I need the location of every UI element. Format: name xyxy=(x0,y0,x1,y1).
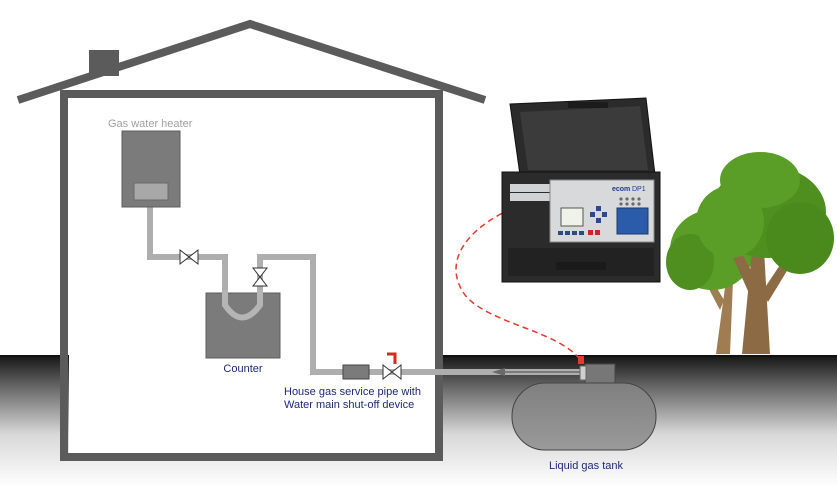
valve-icon xyxy=(382,363,402,381)
tank-connector xyxy=(579,365,587,381)
gas-water-heater xyxy=(121,130,181,208)
valve-icon xyxy=(179,248,199,266)
analyzer-brand: ecom xyxy=(612,186,630,193)
analyzer-display xyxy=(560,207,584,227)
valve-icon xyxy=(251,267,269,287)
label-service-pipe-line1: House gas service pipe with xyxy=(284,386,421,398)
tank-valve-dome xyxy=(584,363,616,385)
label-gas-water-heater: Gas water heater xyxy=(108,118,193,130)
flow-arrow-head xyxy=(492,368,505,376)
analyzer-keypad xyxy=(558,206,607,235)
hose-probe-tip xyxy=(578,356,584,364)
analyzer-printer xyxy=(616,207,649,235)
house-wall xyxy=(60,90,443,461)
shut-off-device xyxy=(342,364,370,380)
liquid-gas-tank xyxy=(511,382,657,451)
gas-analyzer-case-icon: ecom DP1 xyxy=(501,97,661,283)
tree-trunk-front xyxy=(742,250,770,354)
label-counter: Counter xyxy=(223,363,262,375)
label-service-pipe-line2: Water main shut-off device xyxy=(284,399,414,411)
valve-handle xyxy=(387,352,397,364)
tree-icon xyxy=(666,152,834,354)
label-liquid-gas-tank: Liquid gas tank xyxy=(549,460,623,472)
roof xyxy=(16,19,487,104)
tree-trunk-back xyxy=(716,280,733,354)
sampling-hose xyxy=(455,204,583,363)
meter-u-pipe-front xyxy=(222,290,263,321)
analyzer-model: DP1 xyxy=(632,186,646,193)
gas-meter xyxy=(205,292,281,359)
